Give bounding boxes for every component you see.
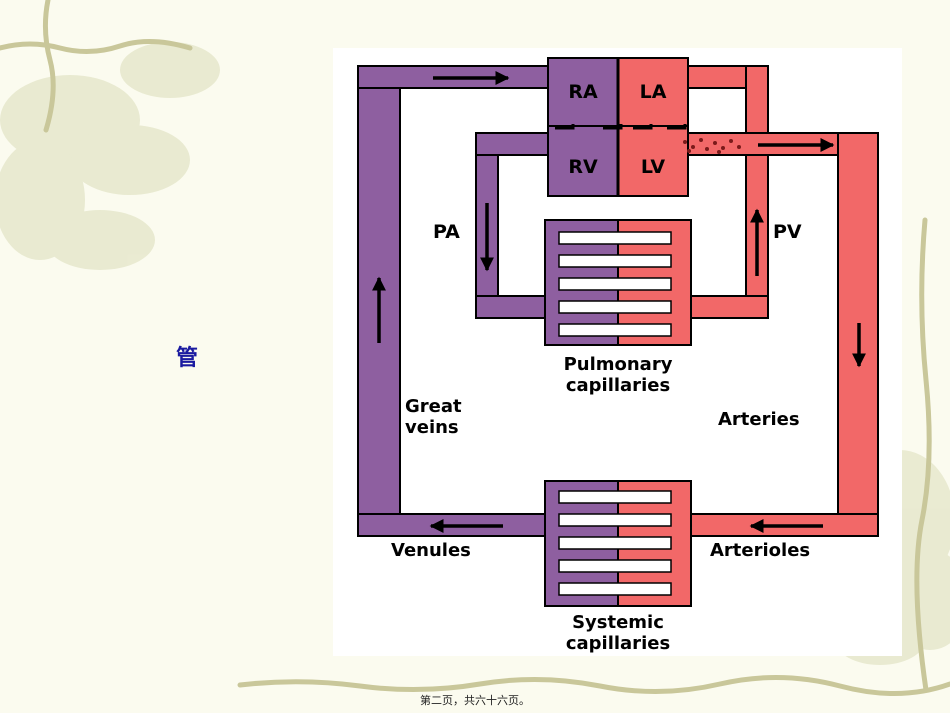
pulmonary-capillary-bar [558, 254, 672, 268]
label-lv: LV [641, 156, 665, 178]
heart-valves [555, 58, 687, 196]
pa-bottom-connector [475, 295, 549, 319]
systemic-capillary-bars [558, 490, 672, 596]
systemic-capillary-bar [558, 582, 672, 596]
systemic-capillary-bar [558, 559, 672, 573]
label-pulmonary-2: capillaries [566, 375, 670, 396]
chamber-lv [617, 125, 689, 197]
systemic-capillary-bar [558, 513, 672, 527]
label-arteries: Arteries [718, 409, 800, 430]
label-ra: RA [568, 81, 598, 103]
label-rv: RV [568, 156, 598, 178]
label-pulmonary-1: Pulmonary [564, 354, 673, 375]
label-systemic-1: Systemic [572, 612, 664, 633]
venous-vessels [357, 65, 549, 537]
systemic-capillary-bar [558, 536, 672, 550]
circulation-svg: RA LA RV LV PA PV Pulmonary capillaries … [357, 57, 879, 654]
label-venules: Venules [391, 540, 471, 561]
label-great-veins-1: Great [405, 396, 462, 417]
label-la: LA [640, 81, 667, 103]
pa-top-connector [475, 132, 549, 156]
label-systemic-2: capillaries [566, 633, 670, 654]
label-great-veins-2: veins [405, 417, 459, 438]
label-pa: PA [433, 221, 460, 243]
systemic-capillary-bar [558, 490, 672, 504]
circulation-diagram: RA LA RV LV PA PV Pulmonary capillaries … [333, 48, 902, 656]
flow-arrows [372, 71, 866, 533]
pulmonary-capillary-bar [558, 231, 672, 245]
footer-page-number: 第二页，共六十六页。 [420, 694, 530, 707]
pulmonary-capillary-bar [558, 323, 672, 337]
pulmonary-capillary-bar [558, 277, 672, 291]
side-character: 管 [176, 345, 199, 371]
pulmonary-capillary-bar [558, 300, 672, 314]
pulmonary-vein-vessel [745, 65, 769, 319]
pulmonary-capillary-bars [558, 231, 672, 337]
lv-outflow-speckle [683, 138, 741, 154]
chamber-rv [547, 125, 619, 197]
label-arterioles: Arterioles [710, 540, 810, 561]
label-pv: PV [773, 221, 802, 243]
